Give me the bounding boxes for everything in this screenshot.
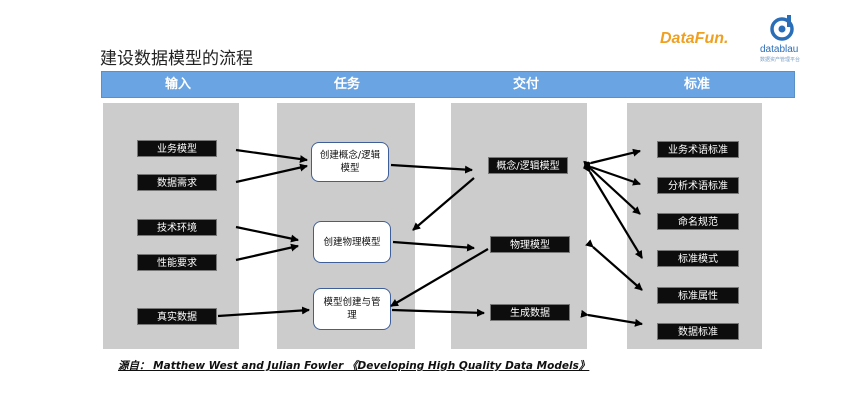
input-real-data: 真实数据: [137, 308, 217, 325]
arrow-requirements-to-task1: [235, 163, 308, 184]
arrow-deliv1-business-terms: [583, 148, 641, 169]
standard-naming: 命名规范: [657, 213, 739, 230]
header-task: 任务: [333, 77, 360, 92]
standard-analysis-terms: 分析术语标准: [657, 177, 739, 194]
input-tech-environment: 技术环境: [137, 219, 217, 236]
deliverable-physical: 物理模型: [490, 236, 570, 253]
arrow-deliv2-to-task3: [390, 248, 489, 307]
datafun-logo: DataFun.: [660, 30, 729, 47]
input-business-model: 业务模型: [137, 140, 217, 157]
datablau-logo-icon: [770, 15, 794, 41]
input-performance: 性能要求: [137, 254, 217, 271]
standard-business-terms: 业务术语标准: [657, 141, 739, 158]
standard-data: 数据标准: [657, 323, 739, 340]
arrow-performance-to-task2: [235, 243, 299, 262]
deliverable-conceptual-logical: 概念/逻辑模型: [488, 157, 568, 174]
arrow-business-to-task1: [235, 148, 308, 163]
task-physical-model: 创建物理模型: [313, 221, 391, 263]
arrow-deliv1-to-task2: [412, 177, 475, 231]
input-data-requirements: 数据需求: [137, 174, 217, 191]
deliverable-generated-data: 生成数据: [490, 304, 570, 321]
arrow-task3-to-deliv3: [391, 308, 485, 317]
task-conceptual-logical: 创建概念/逻辑模型: [311, 142, 389, 182]
datablau-logo-subtitle: 数据资产管理平台: [760, 57, 801, 63]
arrow-realdata-to-task3: [217, 306, 310, 318]
header-bar: [101, 71, 795, 98]
arrow-deliv3-data-standard: [580, 309, 643, 327]
task-model-management: 模型创建与管理: [313, 288, 391, 330]
header-deliverable: 交付: [512, 77, 539, 92]
page-title: 建设数据模型的流程: [100, 49, 253, 69]
standard-attributes: 标准属性: [657, 287, 739, 304]
arrow-deliv1-pattern: [582, 163, 643, 259]
arrow-task1-to-deliv1: [390, 163, 473, 174]
header-input: 输入: [164, 77, 191, 92]
source-citation: 源自： Matthew West and Julian Fowler 《Deve…: [118, 360, 590, 372]
header-standard: 标准: [683, 77, 710, 92]
arrow-deliv2-attributes: [585, 239, 643, 291]
datablau-logo-text: datablau: [760, 44, 799, 55]
arrow-task2-to-deliv2: [392, 240, 475, 252]
standard-pattern: 标准模式: [657, 250, 739, 267]
arrow-tech-to-task2: [235, 225, 299, 243]
